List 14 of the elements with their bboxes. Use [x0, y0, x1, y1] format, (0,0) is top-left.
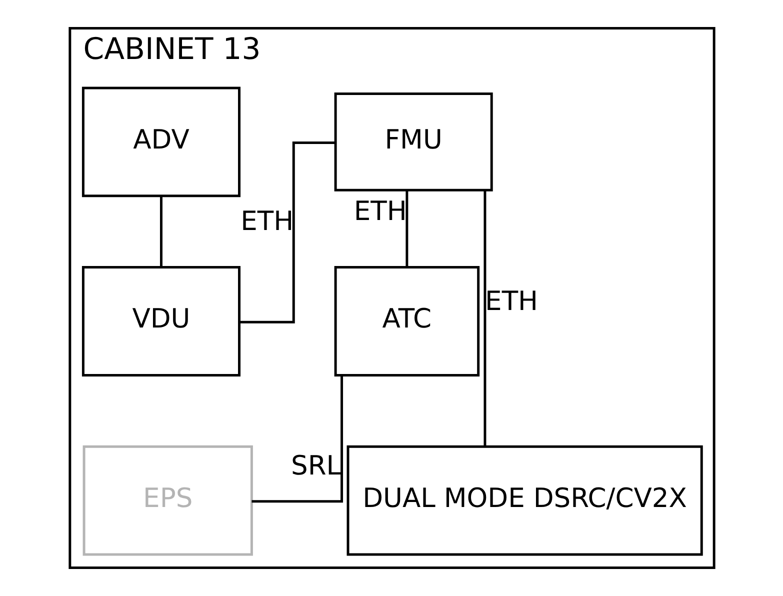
edge-label: ETH: [353, 196, 406, 228]
connector: [160, 196, 162, 268]
node-box: FMU: [334, 92, 492, 192]
node-box: ADV: [81, 86, 240, 198]
connector: [251, 375, 343, 503]
edge-label: ETH: [240, 206, 294, 238]
connector: [483, 190, 486, 447]
edge-label: ETH: [484, 286, 538, 317]
node-box: VDU: [81, 266, 240, 376]
node-box: DUAL MODE DSRC/CV2X: [346, 445, 702, 556]
connector: [405, 190, 408, 267]
node-box: ATC: [334, 266, 480, 376]
connector: [239, 142, 334, 324]
node-box: EPS: [82, 445, 252, 556]
